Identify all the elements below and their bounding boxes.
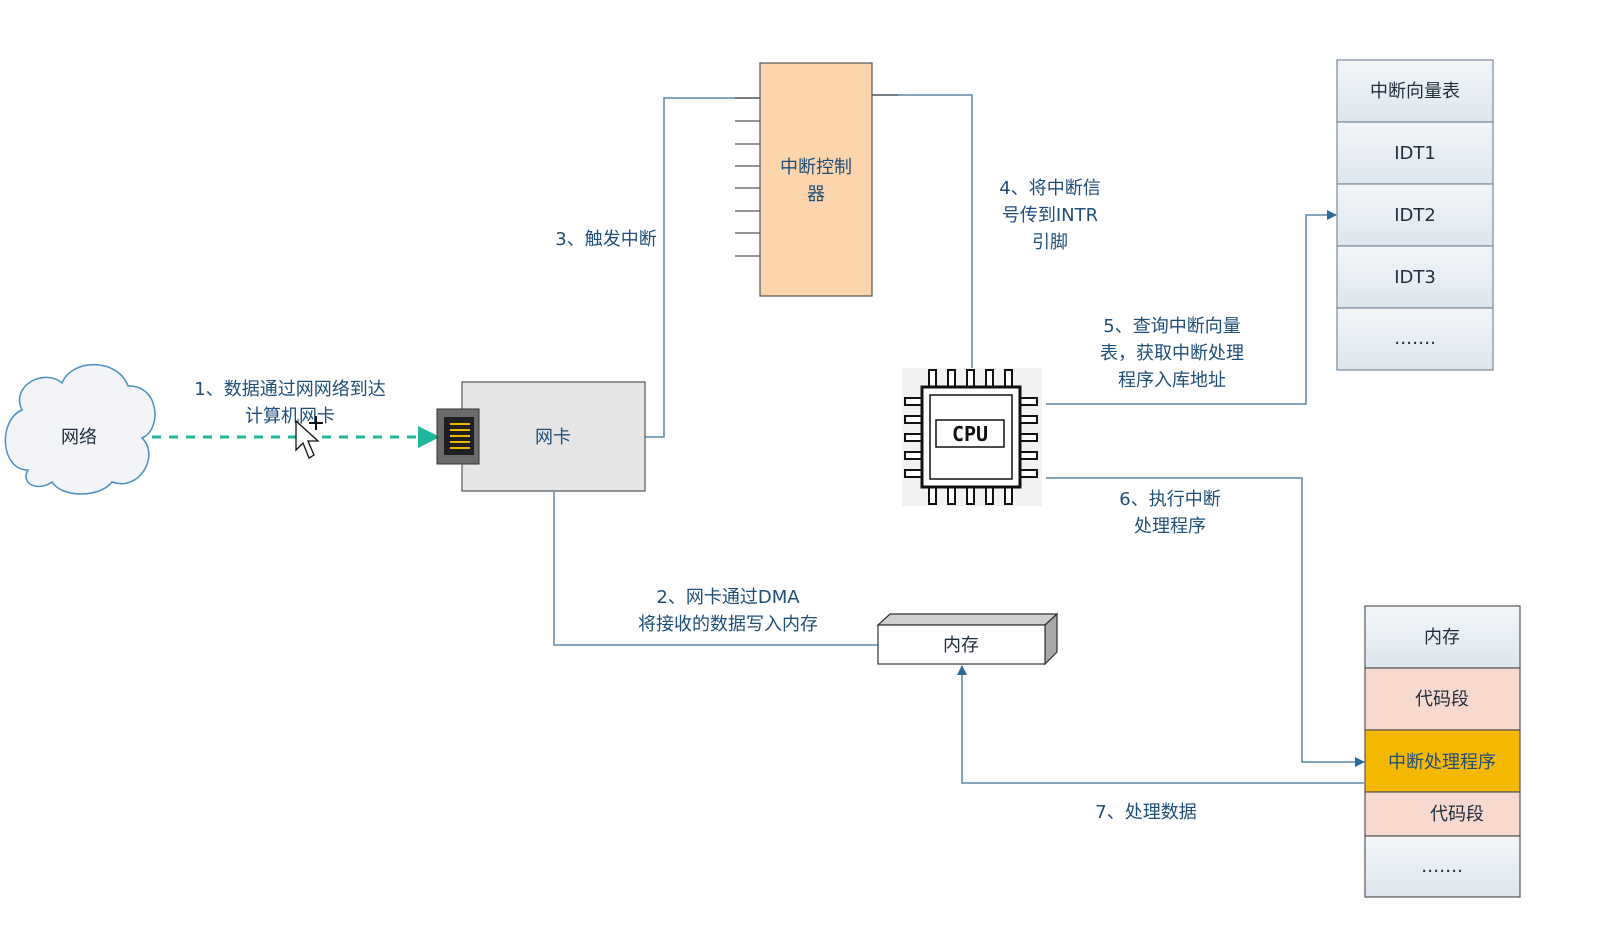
connector-handler-to-memory bbox=[957, 665, 1364, 784]
step1-line1: 1、数据通过网网络到达 bbox=[194, 379, 385, 400]
step2-line2: 将接收的数据写入内存 bbox=[638, 614, 818, 635]
memory-layout-row: 代码段 bbox=[1415, 689, 1469, 710]
step1-line2: 计算机网卡 bbox=[245, 406, 335, 427]
step6-line2: 处理程序 bbox=[1134, 516, 1206, 537]
cpu-label: CPU bbox=[952, 422, 988, 446]
connector-controller-to-cpu bbox=[872, 94, 973, 372]
idt-row: ……. bbox=[1394, 328, 1436, 349]
mouse-cursor-icon bbox=[295, 416, 323, 459]
controller-label-line1: 中断控制 bbox=[780, 157, 852, 178]
nic-label: 网卡 bbox=[535, 427, 571, 448]
step5-line1: 5、查询中断向量 bbox=[1103, 316, 1240, 337]
step6-line1: 6、执行中断 bbox=[1119, 489, 1220, 510]
connectors bbox=[152, 94, 1365, 784]
memory-layout-row: 中断处理程序 bbox=[1388, 752, 1496, 773]
memory-box bbox=[877, 624, 1046, 665]
connector-cpu-to-idt bbox=[1046, 210, 1337, 405]
idt-table: 中断向量表 IDT1 IDT2 IDT3 ……. bbox=[1336, 59, 1494, 371]
memory-module: 内存 bbox=[876, 612, 1059, 666]
idt-header-cell bbox=[1336, 59, 1494, 123]
step5-line3: 程序入库地址 bbox=[1118, 370, 1226, 391]
cpu-chip: CPU bbox=[902, 368, 1042, 506]
ethernet-port-icon bbox=[436, 408, 480, 465]
connector-nic-to-memory bbox=[553, 492, 880, 646]
memory-layout: 内存 代码段 中断处理程序 代码段 ……. bbox=[1364, 605, 1521, 898]
memory-layout-row: 代码段 bbox=[1430, 804, 1484, 825]
handler-cell bbox=[1364, 729, 1521, 793]
nic: 网卡 bbox=[436, 381, 646, 492]
idt-row: IDT1 bbox=[1394, 143, 1436, 164]
memory-label: 内存 bbox=[943, 635, 979, 656]
network-cloud: 网络 bbox=[4, 363, 156, 495]
step3-line1: 3、触发中断 bbox=[555, 229, 656, 250]
memory-layout-row: 内存 bbox=[1424, 627, 1460, 648]
step4-line2: 号传到INTR bbox=[1002, 205, 1098, 226]
idt-row: IDT3 bbox=[1394, 267, 1436, 288]
controller-box bbox=[759, 62, 873, 297]
step5-line2: 表，获取中断处理 bbox=[1100, 343, 1244, 364]
connector-cpu-to-handler bbox=[1046, 477, 1365, 767]
step2-line1: 2、网卡通过DMA bbox=[656, 587, 800, 608]
nic-box bbox=[461, 381, 646, 492]
cpu-pins bbox=[904, 369, 1038, 505]
controller-label-line2: 器 bbox=[807, 184, 825, 205]
memory-layout-row: ……. bbox=[1421, 856, 1463, 877]
interrupt-controller: 中断控制 器 bbox=[735, 62, 898, 297]
idt-row: IDT2 bbox=[1394, 205, 1436, 226]
idt-header: 中断向量表 bbox=[1370, 81, 1460, 102]
step7-line1: 7、处理数据 bbox=[1095, 802, 1196, 823]
step4-line1: 4、将中断信 bbox=[999, 178, 1100, 199]
cloud-label: 网络 bbox=[61, 427, 97, 448]
cloud-shape bbox=[4, 363, 156, 495]
controller-pins bbox=[735, 94, 898, 257]
step4-line3: 引脚 bbox=[1032, 232, 1068, 253]
connector-nic-to-controller bbox=[645, 97, 760, 438]
cpu-label-box bbox=[935, 419, 1005, 448]
step-labels: 1、数据通过网网络到达 计算机网卡 2、网卡通过DMA 将接收的数据写入内存 3… bbox=[194, 178, 1244, 823]
